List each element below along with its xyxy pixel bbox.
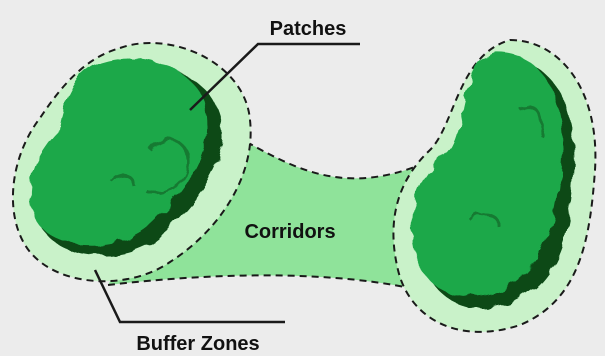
patches-label: Patches <box>270 18 347 40</box>
buffer-zones-label: Buffer Zones <box>136 333 259 355</box>
corridors-label: Corridors <box>244 221 335 243</box>
